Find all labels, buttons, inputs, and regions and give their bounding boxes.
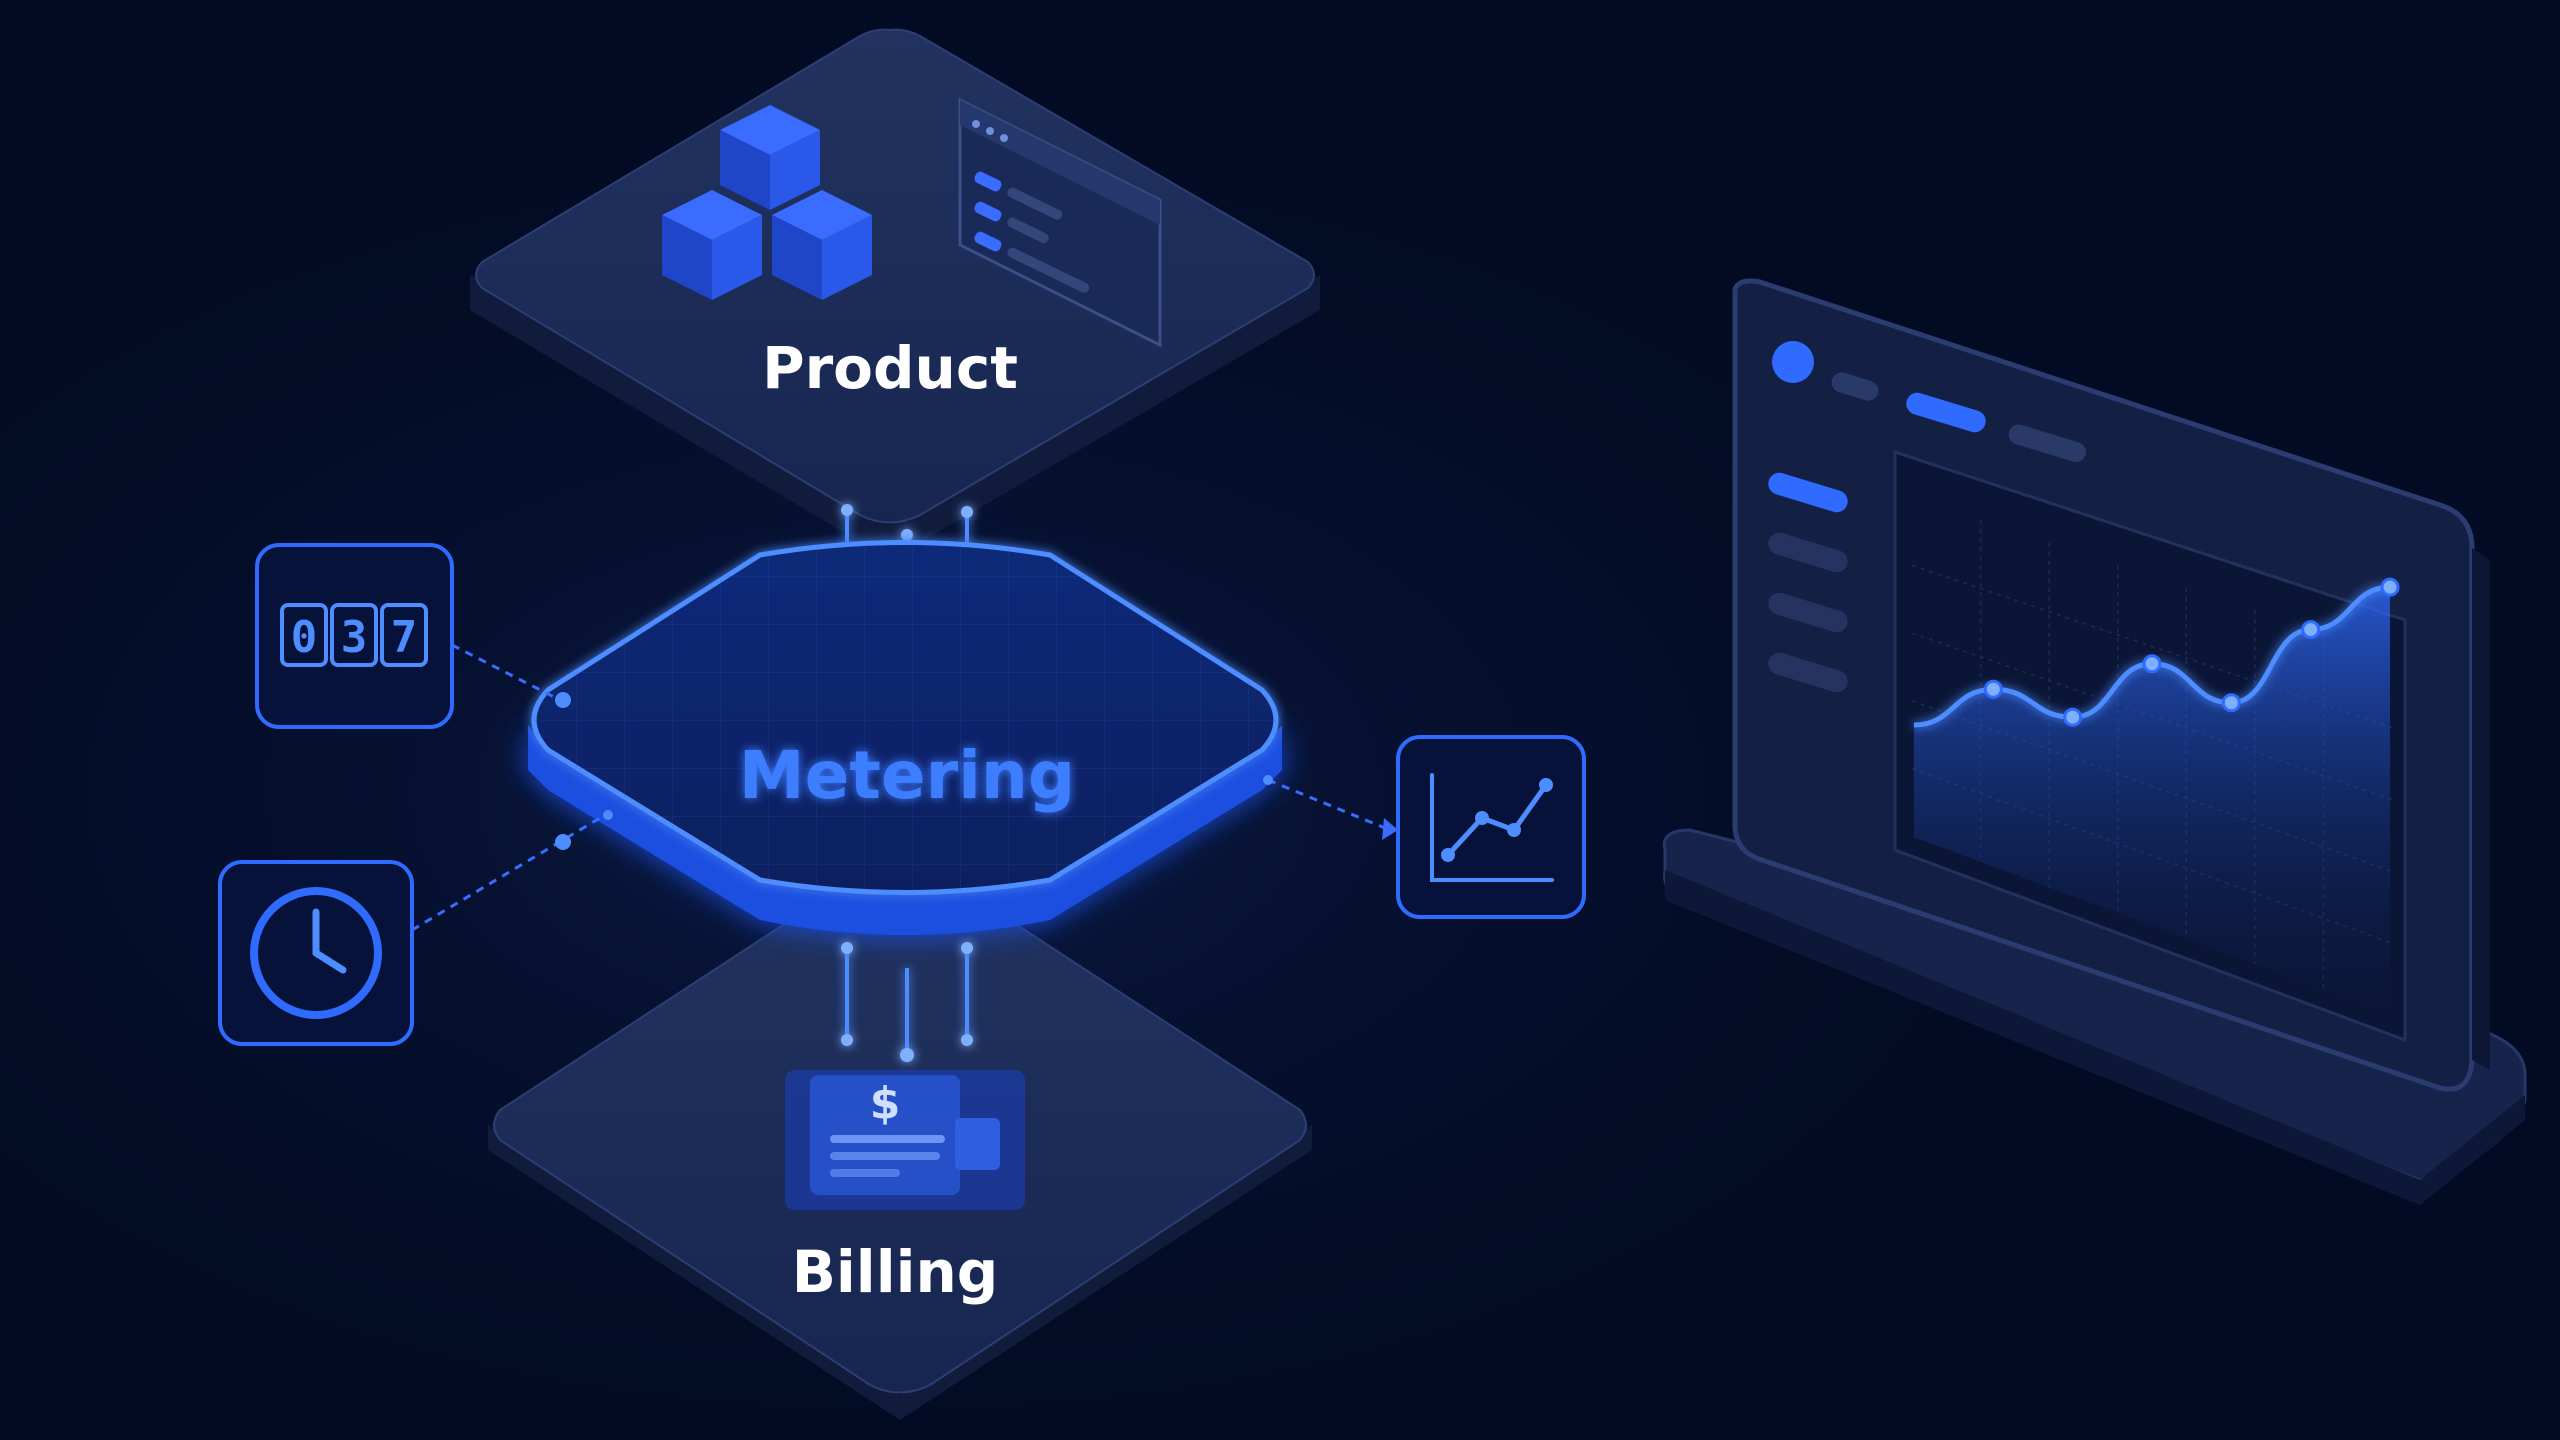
monitor-trend-points [1983, 577, 2400, 727]
clock-icon [218, 860, 414, 1046]
product-label: Product [762, 334, 1018, 402]
trend-point [2380, 577, 2400, 597]
invoice-currency-symbol: $ [870, 1078, 901, 1129]
analytics-connector [1267, 778, 1386, 830]
monitor-sidebar-item [1768, 592, 1848, 633]
monitor-sidebar-item-active [1768, 472, 1848, 513]
monitor-sidebar-item [1768, 652, 1848, 693]
counter-icon: 0 3 7 [255, 543, 454, 729]
cubes-icon [662, 105, 872, 300]
counter-digit-3: 7 [391, 612, 418, 663]
clock-connector-dot [555, 834, 571, 850]
analytics-icon [1396, 735, 1586, 919]
trend-point [2301, 620, 2321, 640]
counter-digit-2: 3 [341, 612, 368, 663]
monitor-nav-pill-3 [2008, 424, 2087, 463]
dashboard-monitor [1662, 278, 2527, 1205]
monitor-avatar [1772, 341, 1814, 383]
trend-point [2063, 707, 2083, 727]
counter-connector-dot [555, 692, 571, 708]
product-layer: Product [470, 28, 1320, 560]
monitor-trend-area [1914, 587, 2390, 1015]
metering-slab-side [528, 725, 1282, 935]
counter-connector [451, 643, 561, 702]
metering-billing-connectors [841, 942, 973, 1062]
trend-point [2221, 693, 2241, 713]
billing-layer: $ Billing [488, 858, 1312, 1420]
code-window-icon [958, 97, 1162, 348]
monitor-nav-pill-1 [1831, 372, 1879, 401]
billing-label: Billing [792, 1238, 999, 1306]
monitor-sidebar-item [1768, 532, 1848, 573]
invoice-icon: $ [785, 1070, 1025, 1210]
trend-point [2142, 654, 2162, 674]
trend-point [1983, 679, 2003, 699]
chart-grid-line [1911, 564, 2393, 729]
clock-connector [411, 813, 606, 932]
monitor-nav-pill-active [1906, 392, 1986, 433]
product-slab-top [475, 28, 1315, 524]
counter-digit-1: 0 [291, 612, 318, 663]
metering-label: Metering [739, 737, 1075, 814]
